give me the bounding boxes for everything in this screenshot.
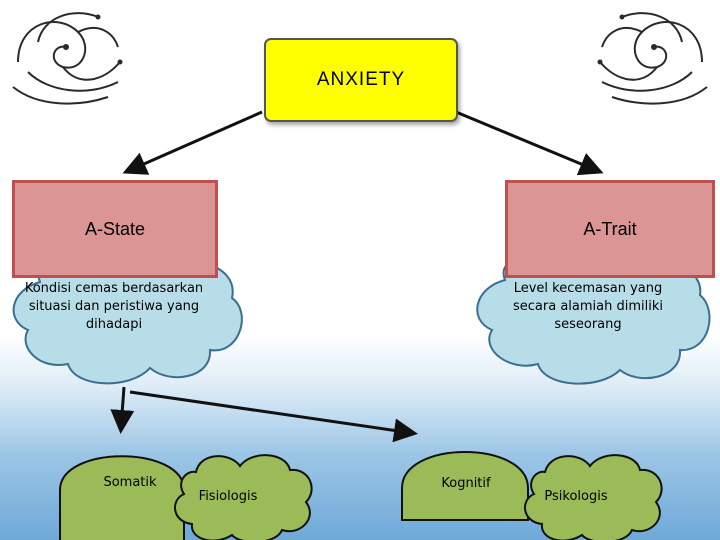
node-somatik (59, 455, 185, 540)
state-description: Kondisi cemas berdasarkan situasi dan pe… (24, 281, 204, 332)
trait-description: Level kecemasan yang secara alamiah dimi… (513, 281, 663, 332)
branch-trait-box: A-Trait (505, 180, 715, 278)
title-box: ANXIETY (264, 38, 458, 122)
branch-state-label: A-State (84, 218, 146, 239)
link-title-state (122, 110, 263, 175)
link-title-trait (455, 110, 604, 176)
somatik-label: Somatik (103, 475, 157, 490)
branch-state-box: A-State (12, 180, 218, 278)
ornament-right (597, 12, 708, 105)
title-text: ANXIETY (316, 69, 406, 90)
node-psikologis (524, 454, 663, 540)
node-fisiologis (174, 454, 313, 540)
link-state-somatik (110, 386, 135, 434)
ornament-left (12, 12, 123, 105)
psikologis-label: Psikologis (544, 489, 608, 504)
branch-trait-label: A-Trait (583, 218, 637, 239)
link-state-kognitif (129, 390, 418, 443)
fisiologis-label: Fisiologis (198, 489, 258, 504)
node-kognitif (401, 451, 529, 521)
kognitif-label: Kognitif (441, 476, 491, 491)
